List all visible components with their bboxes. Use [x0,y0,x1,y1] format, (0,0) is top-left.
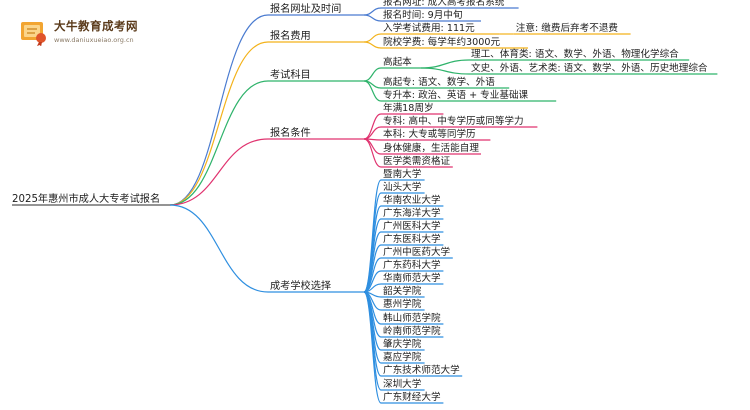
branch-connector [169,80,269,206]
leaf-item[interactable]: 广州中医药大学 [383,247,451,258]
leaf-item[interactable]: 肇庆学院 [383,339,422,350]
sub-item[interactable]: 文史、外语、艺术类: 语文、数学、外语、历史地理综合 [471,63,708,74]
branch-connector [169,204,269,293]
leaf-item[interactable]: 华南农业大学 [383,195,441,206]
leaf-item[interactable]: 身体健康，生活能自理 [383,143,479,154]
item-connector [363,33,382,43]
item-connector [363,138,382,168]
leaf-item[interactable]: 院校学费: 每学年约3000元 [383,37,501,48]
leaf-item[interactable]: 嘉应学院 [383,352,422,363]
item-connector [363,205,382,293]
sub-connector [420,67,470,75]
item-connector [363,41,382,49]
leaf-item[interactable]: 医学类需资格证 [383,156,451,167]
branch-connector [169,138,269,206]
leaf-item[interactable]: 韶关学院 [383,286,422,297]
leaf-item[interactable]: 广州医科大学 [383,221,441,232]
leaf-item[interactable]: 韩山师范学院 [383,313,441,324]
leaf-item[interactable]: 报名网址: 成人高考报名系统 [383,0,505,8]
item-connector [363,291,382,377]
leaf-item[interactable]: 汕头大学 [383,182,422,193]
sub-item[interactable]: 理工、体育类: 语文、数学、外语、物理化学综合 [471,49,679,60]
leaf-item[interactable]: 专科: 高中、中专学历或同等学力 [383,116,524,127]
item-connector [363,67,382,82]
leaf-item[interactable]: 广东技术师范大学 [383,365,460,376]
branch-topic[interactable]: 成考学校选择 [270,281,332,292]
branch-connector [169,14,269,206]
leaf-item[interactable]: 华南师范大学 [383,273,441,284]
item-connector [363,291,382,404]
branch-topic[interactable]: 考试科目 [270,70,311,81]
leaf-item[interactable]: 报名时间: 9月中旬 [383,10,463,21]
branch-topic[interactable]: 报名费用 [270,31,311,42]
item-connector [363,126,382,140]
sub-connector [420,59,470,69]
leaf-item[interactable]: 专升本: 政治、英语 + 专业基础课 [383,90,529,101]
diploma-scroll-icon [21,22,46,46]
site-logo[interactable]: 大牛教育成考网 www.daniuxueiao.org.cn [18,14,178,50]
logo-url: www.daniuxueiao.org.cn [54,36,134,44]
leaf-item[interactable]: 高起本 [383,57,412,68]
logo-title: 大牛教育成考网 [54,19,138,33]
branch-connector [169,41,269,206]
leaf-item[interactable]: 广东医科大学 [383,234,441,245]
note-item: 注意: 缴费后弃考不退费 [515,23,619,34]
leaf-item[interactable]: 岭南师范学院 [383,326,441,337]
leaf-item[interactable]: 广东财经大学 [383,392,441,403]
leaf-item[interactable]: 暨南大学 [383,169,422,180]
leaf-item[interactable]: 入学考试费用: 111元 [383,23,475,34]
branch-topic[interactable]: 报名网址及时间 [270,4,342,15]
leaf-item[interactable]: 广东药科大学 [383,260,441,271]
leaf-item[interactable]: 广东海洋大学 [383,208,441,219]
leaf-item[interactable]: 年满18周岁 [383,103,434,114]
root-topic[interactable]: 2025年惠州市成人大专考试报名 [12,194,161,205]
item-connector [363,113,382,140]
branch-topic[interactable]: 报名条件 [270,128,311,139]
leaf-item[interactable]: 深圳大学 [383,379,422,390]
leaf-item[interactable]: 本科: 大专或等同学历 [383,129,476,140]
item-connector [363,14,382,22]
leaf-item[interactable]: 惠州学院 [383,299,422,310]
item-connector [363,80,382,102]
item-connector [363,7,382,16]
leaf-item[interactable]: 高起专: 语文、数学、外语 [383,77,495,88]
